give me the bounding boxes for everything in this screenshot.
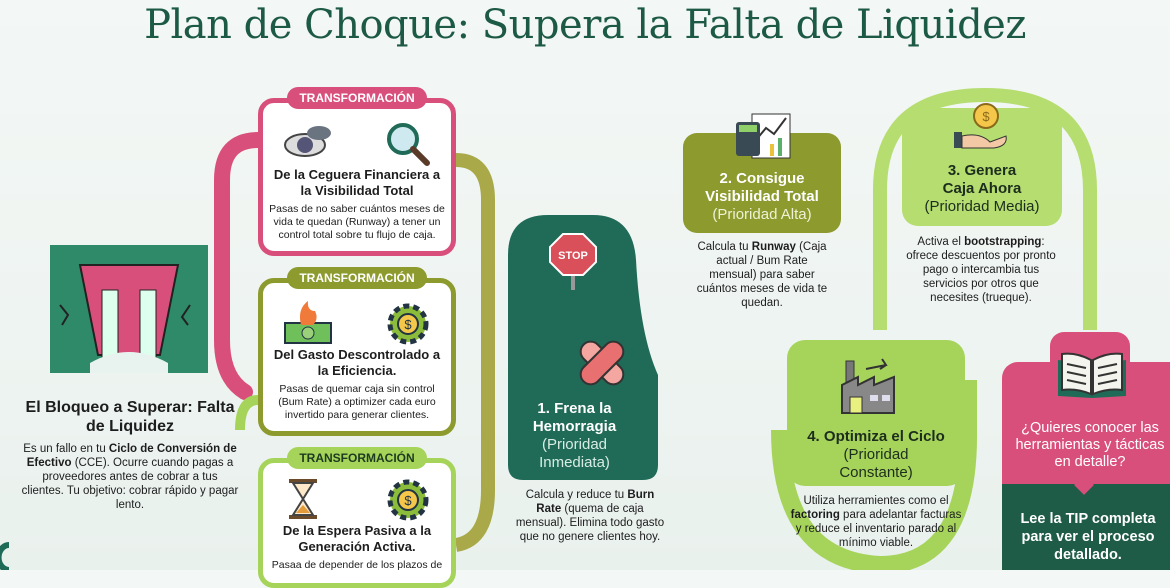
step-title: 4. Optimiza el Ciclo [807, 428, 945, 445]
magnifier-icon [387, 123, 430, 166]
transformation-card-3: TRANSFORMACIÓN $ De la Espera Pasiva a l… [258, 447, 456, 588]
hand-coin-icon: $ [954, 103, 1007, 149]
gear-dollar-icon: $ [387, 303, 429, 345]
stop-sign-icon: STOP [549, 233, 597, 290]
step-4-header: 4. Optimiza el Ciclo (Prioridad Constant… [787, 428, 965, 482]
step-2-description: Calcula tu Runway (Caja actual / Bum Rat… [692, 240, 832, 310]
step-1-description: Calcula y reduce tu Burn Rate (quema de … [515, 488, 665, 544]
step-2-header: 2. Consigue Visibilidad Total (Prioridad… [683, 170, 841, 224]
step-priority: (Prioridad Inmediata) [539, 436, 610, 471]
burning-money-icon [284, 301, 332, 344]
stop-sign-text: STOP [558, 250, 588, 262]
desc-post: : ofrece descuentos por pronto pago o in… [906, 236, 1056, 304]
desc-post: (quema de caja mensual). Elimina todo ga… [515, 503, 665, 543]
step-priority: (Prioridad Alta) [712, 206, 812, 223]
problem-text: Es un fallo en tu Ciclo de Conversión de… [20, 442, 240, 512]
desc-bold: bootstrapping [964, 236, 1042, 248]
transformation-title: De la Ceguera Financiera a la Visibilida… [273, 167, 441, 198]
page-title: Plan de Choque: Supera la Falta de Liqui… [144, 2, 1026, 48]
desc-bold: factoring [790, 509, 840, 521]
problem-text-bold: Ciclo de Conversión de Efectivo [26, 443, 237, 469]
cta-question: ¿Quieres conocer las herramientas y táct… [1015, 420, 1165, 470]
book-icon [1058, 352, 1126, 398]
transformation-badge: TRANSFORMACIÓN [287, 447, 427, 469]
desc-pre: Calcula y reduce tu [525, 489, 628, 501]
svg-text:$: $ [404, 493, 412, 508]
desc-pre: Activa el [917, 236, 965, 248]
svg-text:$: $ [982, 109, 990, 124]
bandage-icon [579, 340, 625, 386]
step-priority: (Prioridad Constante) [839, 446, 913, 481]
calculator-chart-icon [736, 113, 791, 159]
transformation-card-1: TRANSFORMACIÓN De la Ceguera Financiera … [258, 87, 456, 256]
step-title: 1. Frena la Hemorragia [532, 400, 617, 435]
desc-post: (Caja actual / Bum Rate mensual) para sa… [696, 241, 828, 309]
step-3-header: 3. Genera Caja Ahora (Prioridad Media) [902, 162, 1062, 216]
problem-section: El Bloqueo a Superar: Falta de Liquidez … [20, 398, 240, 512]
factory-icon [841, 358, 895, 414]
transformation-title: De la Espera Pasiva a la Generación Acti… [282, 523, 432, 554]
cta-action-link[interactable]: Lee la TIP completa para ver el proceso … [1020, 511, 1156, 563]
desc-bold: Runway [751, 241, 796, 253]
transformation-badge: TRANSFORMACIÓN [287, 87, 427, 109]
step-title: 3. Genera Caja Ahora [942, 162, 1022, 197]
transformation-badge: TRANSFORMACIÓN [287, 267, 427, 289]
dam-icon [50, 245, 208, 373]
desc-pre: Calcula tu [697, 241, 752, 253]
transformation-card-2: TRANSFORMACIÓN $ Del Gasto Descontrolado… [258, 267, 456, 436]
step-3-description: Activa el bootstrapping: ofrece descuent… [900, 235, 1062, 305]
problem-heading: El Bloqueo a Superar: Falta de Liquidez [25, 399, 235, 435]
step-1-header: 1. Frena la Hemorragia (Prioridad Inmedi… [512, 400, 637, 472]
step-4-description: Utiliza herramientes como el factoring p… [790, 494, 962, 550]
step-title: 2. Consigue Visibilidad Total [705, 170, 819, 205]
eye-cloud-icon [284, 126, 331, 157]
svg-text:$: $ [404, 317, 412, 332]
transformation-text: Pasas de no saber cuántos meses de vida … [269, 203, 445, 241]
transformation-text: Pasas de quemar caja sin control (Bum Ra… [278, 383, 436, 421]
desc-bold: Burn Rate [536, 489, 655, 515]
step-priority: (Prioridad Media) [924, 198, 1040, 215]
transformation-text: Pasaa de depender de los plazos de [271, 559, 443, 571]
problem-text-pre: Es un fallo en tu [23, 443, 109, 455]
connector-curves [0, 87, 1097, 570]
hourglass-icon [289, 479, 317, 519]
transformation-title: Del Gasto Descontrolado a la Eficiencia. [273, 347, 441, 378]
problem-text-post: (CCE). Ocurre cuando pagas a proveedores… [21, 457, 239, 511]
desc-post: para adelantar facturas y reduce el inve… [795, 509, 962, 549]
cta-action-box[interactable] [1002, 484, 1170, 570]
desc-pre: Utiliza herramientes como el [803, 495, 949, 507]
gear-dollar-icon: $ [387, 479, 429, 521]
